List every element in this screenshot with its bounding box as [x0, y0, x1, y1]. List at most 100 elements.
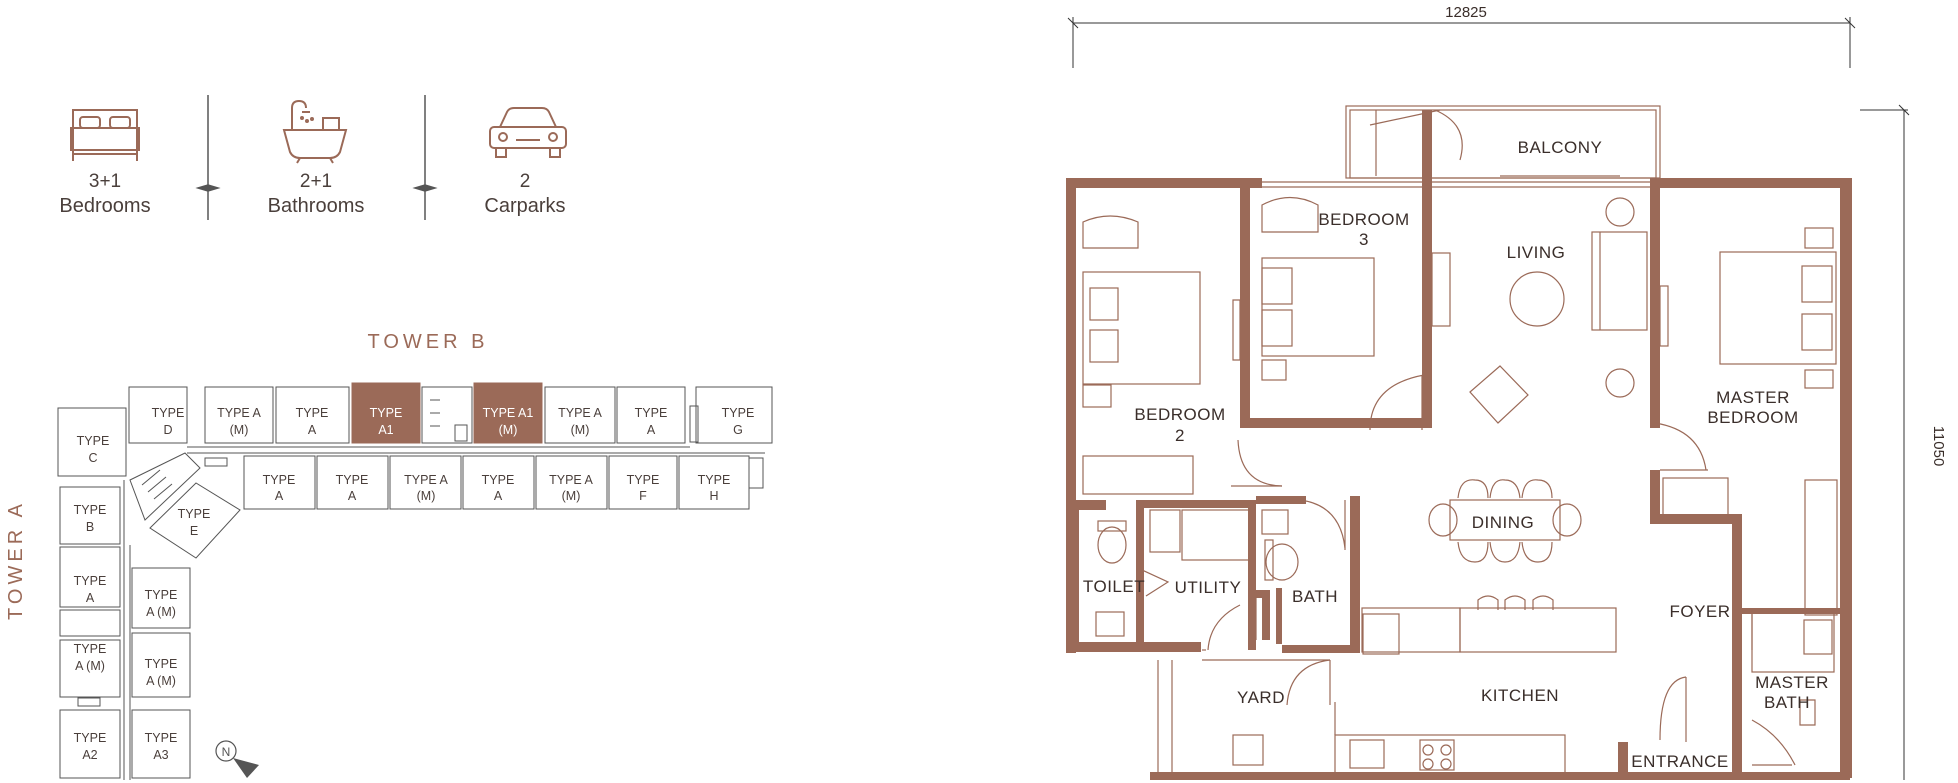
unit-type-a-bottom-2: TYPE A [316, 455, 389, 510]
room-master-bedroom-line2: BEDROOM [1707, 408, 1798, 427]
svg-text:A: A [275, 489, 284, 503]
unit-type-f: TYPE F [608, 455, 678, 510]
bedrooms-count: 3+1 [89, 171, 121, 192]
svg-text:A2: A2 [82, 748, 97, 762]
svg-text:TYPE: TYPE [145, 588, 178, 602]
svg-text:A3: A3 [153, 748, 168, 762]
svg-text:TYPE: TYPE [152, 406, 185, 420]
svg-text:TYPE A: TYPE A [404, 473, 448, 487]
height-dimension-value: 11050 [1930, 426, 1947, 467]
bathtub-icon [282, 99, 348, 164]
room-dining: DINING [1472, 513, 1535, 532]
svg-text:C: C [88, 451, 97, 465]
unit-type-a-bottom-3: TYPE A [462, 455, 535, 510]
width-dimension-value: 12825 [1445, 4, 1487, 21]
unit-type-a3: TYPE A3 [131, 709, 191, 779]
unit-type-a-m-left-inner-1: TYPE A (M) [131, 567, 191, 629]
svg-text:TYPE: TYPE [178, 507, 211, 521]
svg-text:TYPE: TYPE [74, 574, 107, 588]
room-living: LIVING [1507, 243, 1566, 262]
carparks-label: Carparks [484, 195, 565, 217]
svg-text:TYPE: TYPE [77, 434, 110, 448]
unit-type-a2: TYPE A2 [59, 709, 121, 779]
svg-text:TYPE: TYPE [482, 473, 515, 487]
key-plan: TOWER B TOWER A TYPE D TYPE A (M) TYPE A… [5, 331, 773, 780]
room-entrance: ENTRANCE [1631, 752, 1729, 771]
svg-text:H: H [709, 489, 718, 503]
bathrooms-label: Bathrooms [268, 195, 365, 217]
room-master-bath-line1: MASTER [1755, 673, 1829, 692]
svg-text:TYPE: TYPE [145, 657, 178, 671]
svg-text:TYPE: TYPE [722, 406, 755, 420]
room-master-bath-line2: BATH [1764, 693, 1810, 712]
svg-text:F: F [639, 489, 647, 503]
room-bedroom-2-line2: 2 [1175, 426, 1185, 445]
unit-type-a-m-bottom-2: TYPE A (M) [535, 455, 608, 510]
car-icon [489, 107, 567, 158]
unit-type-a-top-1: TYPE A [275, 386, 350, 444]
room-yard: YARD [1237, 688, 1285, 707]
svg-text:TYPE: TYPE [74, 642, 107, 656]
room-bedroom-2-line1: BEDROOM [1134, 405, 1225, 424]
room-bath: BATH [1292, 587, 1338, 606]
svg-text:TYPE: TYPE [145, 731, 178, 745]
plan-walls [1066, 110, 1852, 780]
unit-type-a-top-2: TYPE A [616, 386, 686, 444]
unit-type-e: TYPE E [149, 482, 241, 559]
unit-type-a1-highlight: TYPE A1 [351, 382, 421, 444]
carparks-count: 2 [520, 171, 531, 192]
unit-type-a1-m-highlight: TYPE A1 (M) [473, 382, 543, 444]
svg-text:TYPE A1: TYPE A1 [483, 406, 534, 420]
unit-type-a-left: TYPE A [59, 546, 121, 608]
svg-text:(M): (M) [562, 489, 581, 503]
svg-text:A: A [348, 489, 357, 503]
svg-text:B: B [86, 520, 94, 534]
svg-text:(M): (M) [230, 423, 249, 437]
svg-text:A: A [647, 423, 656, 437]
svg-text:TYPE: TYPE [296, 406, 329, 420]
svg-text:A (M): A (M) [75, 659, 105, 673]
unit-type-a-bottom-1: TYPE A [243, 455, 316, 510]
svg-text:TYPE: TYPE [698, 473, 731, 487]
room-labels: BALCONY BEDROOM 3 LIVING BEDROOM 2 MASTE… [1083, 138, 1829, 771]
svg-text:(M): (M) [571, 423, 590, 437]
unit-type-c: TYPE C [57, 407, 127, 477]
svg-text:TYPE: TYPE [370, 406, 403, 420]
features-bar: 3+1 Bedrooms 2+1 Bathrooms [59, 95, 567, 220]
unit-type-g: TYPE G [689, 386, 773, 444]
svg-text:A: A [86, 591, 95, 605]
room-bedroom-3-line2: 3 [1359, 230, 1369, 249]
svg-text:TYPE A: TYPE A [558, 406, 602, 420]
bed-icon [70, 109, 140, 161]
room-master-bedroom-line1: MASTER [1716, 388, 1790, 407]
room-toilet: TOILET [1083, 577, 1145, 596]
svg-text:D: D [163, 423, 172, 437]
svg-text:G: G [733, 423, 743, 437]
svg-text:A (M): A (M) [146, 605, 176, 619]
unit-type-d: TYPE D [128, 386, 188, 444]
svg-text:A (M): A (M) [146, 674, 176, 688]
svg-text:TYPE: TYPE [336, 473, 369, 487]
svg-text:A: A [308, 423, 317, 437]
svg-text:A: A [494, 489, 503, 503]
unit-floor-plan: 12825 11050 [1066, 4, 1947, 780]
svg-text:TYPE: TYPE [263, 473, 296, 487]
width-dimension [1067, 17, 1856, 68]
divider-1 [195, 95, 221, 220]
north-arrow-icon: N [215, 740, 259, 778]
svg-text:TYPE: TYPE [74, 503, 107, 517]
plan-linework [1072, 105, 1840, 776]
svg-text:(M): (M) [499, 423, 518, 437]
room-balcony: BALCONY [1518, 138, 1603, 157]
unit-type-a-m-top-2: TYPE A (M) [544, 386, 616, 444]
svg-text:TYPE: TYPE [74, 731, 107, 745]
key-plan-core-top [421, 386, 473, 444]
unit-type-a-m-bottom-1: TYPE A (M) [389, 455, 462, 510]
svg-text:TYPE A: TYPE A [549, 473, 593, 487]
unit-type-a-m-left-inner-2: TYPE A (M) [131, 632, 191, 698]
unit-type-b: TYPE B [59, 486, 121, 545]
room-kitchen: KITCHEN [1481, 686, 1559, 705]
unit-type-h: TYPE H [678, 455, 764, 510]
svg-text:(M): (M) [417, 489, 436, 503]
